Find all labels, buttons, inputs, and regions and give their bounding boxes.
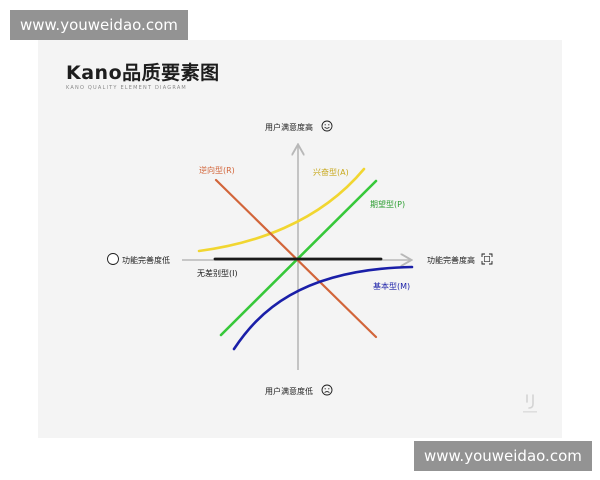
page-subtitle: KANO QUALITY ELEMENT DIAGRAM bbox=[66, 85, 187, 91]
page-title: Kano品质要素图 bbox=[66, 62, 220, 84]
label-performance: 期望型(P) bbox=[370, 199, 405, 209]
diagram-card bbox=[38, 40, 562, 438]
curve-must-be bbox=[232, 265, 414, 351]
curve-attractive bbox=[197, 167, 366, 253]
label-must-be: 基本型(M) bbox=[373, 281, 410, 291]
y-axis-top-label: 用户满意度高 bbox=[265, 122, 313, 132]
empty-circle-icon bbox=[107, 253, 119, 265]
label-reverse: 逆向型(R) bbox=[199, 165, 235, 175]
watermark-top: www.youweidao.com bbox=[10, 10, 188, 40]
x-axis-right-label: 功能完善度高 bbox=[427, 255, 475, 265]
full-frame-icon bbox=[481, 253, 493, 265]
label-indifferent: 无差别型(I) bbox=[197, 268, 238, 278]
label-attractive: 兴奋型(A) bbox=[313, 167, 349, 177]
smile-face-icon bbox=[321, 120, 333, 132]
y-axis-bottom-label: 用户满意度低 bbox=[265, 386, 313, 396]
x-axis-left-label: 功能完善度低 bbox=[122, 255, 170, 265]
brand-logo-icon bbox=[523, 394, 537, 413]
watermark-bottom: www.youweidao.com bbox=[414, 441, 592, 471]
frown-face-icon bbox=[321, 384, 333, 396]
